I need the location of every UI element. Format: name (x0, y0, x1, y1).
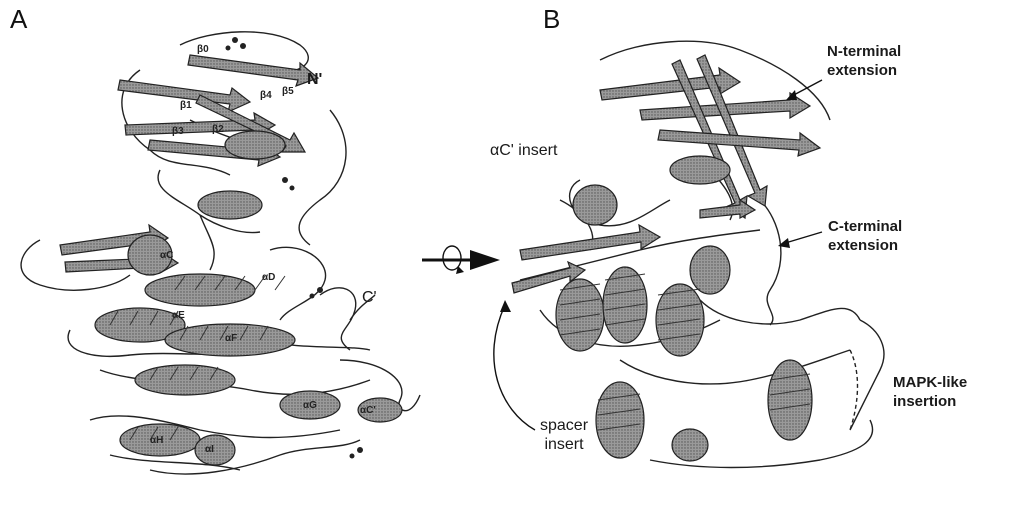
strand-label-b4: β4 (260, 90, 272, 101)
helix-label-acprime: αC' (360, 405, 376, 416)
c-terminal-extension-label: C-terminal extension (828, 218, 903, 254)
strand-label-b1: β1 (180, 100, 192, 111)
alpha-c-insert-label: αC' insert (490, 142, 558, 159)
helix-label-ah: αH (150, 435, 164, 446)
helix-label-ac: αC (160, 250, 174, 261)
panel-b-letter: B (543, 4, 561, 34)
panel-a-letter: A (10, 4, 28, 34)
strand-label-b3: β3 (172, 126, 184, 137)
helix-label-ad: αD (262, 272, 276, 283)
strand-label-b2: β2 (212, 124, 224, 135)
helix-label-af: αF (225, 333, 238, 344)
helix-label-ag: αG (303, 400, 317, 411)
helix-label-ae: αE (172, 310, 185, 321)
n-terminus-label: N' (307, 71, 323, 88)
spacer-insert-label: spacer insert (540, 417, 589, 453)
mapk-like-insertion-label: MAPK-like insertion (893, 374, 968, 410)
strand-label-b0: β0 (197, 44, 209, 55)
strand-label-b5: β5 (282, 86, 294, 97)
c-terminus-label: C' (362, 289, 377, 306)
helix-label-ai: αI (205, 444, 214, 455)
n-terminal-extension-label: N-terminal extension (827, 43, 902, 79)
